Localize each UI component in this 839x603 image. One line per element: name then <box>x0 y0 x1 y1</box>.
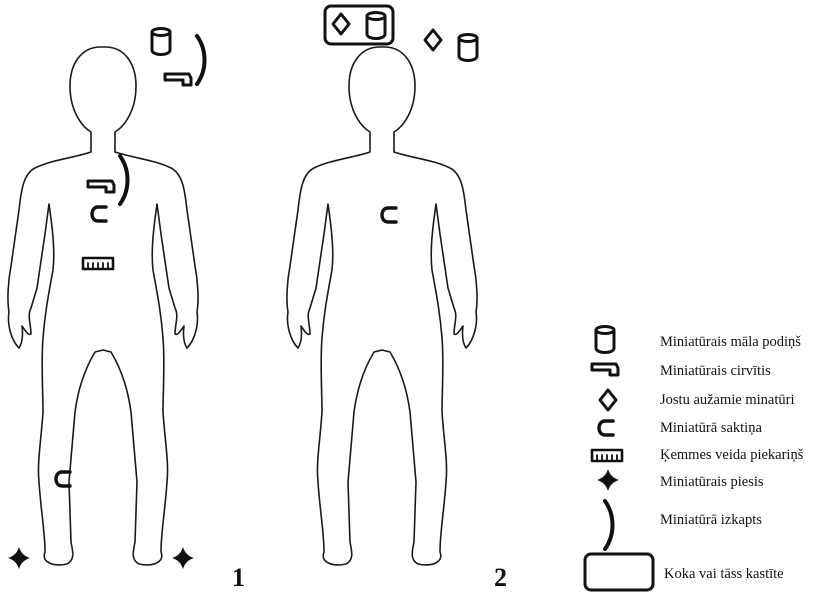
legend-label: Miniatūrais cirvītis <box>660 363 771 379</box>
figure-number-2: 2 <box>494 563 507 592</box>
legend-box-icon <box>585 554 653 590</box>
human-figure-1 <box>8 47 198 565</box>
diamond-icon <box>333 14 349 34</box>
legend-label: Miniatūrais piesis <box>660 474 764 490</box>
flint-icon <box>8 547 30 569</box>
legend-label: Miniatūrā izkapts <box>660 512 762 528</box>
legend-label: Jostu aužamie minatūri <box>660 392 795 408</box>
diamond-icon <box>425 30 441 50</box>
figure-number-1: 1 <box>232 563 245 592</box>
legend-scythe-icon <box>605 501 613 549</box>
legend-diamond-icon <box>600 390 616 410</box>
legend-comb-icon <box>592 450 622 461</box>
legend-label: Miniatūrā saktiņa <box>660 420 762 436</box>
legend-label: Ķemmes veida piekariņš <box>660 447 804 463</box>
legend-brooch-icon <box>599 421 613 435</box>
legend-flint-icon <box>597 469 619 491</box>
legend-label: Koka vai tāss kastīte <box>664 566 784 582</box>
scythe-icon <box>197 36 205 84</box>
human-figure-2 <box>287 47 477 565</box>
figure-1: 1 <box>8 29 245 593</box>
legend: Miniatūrais māla podiņš Miniatūrais cirv… <box>585 327 804 591</box>
legend-pot-icon <box>596 327 614 353</box>
figure-2: 2 <box>287 6 507 592</box>
pot-icon <box>152 29 170 55</box>
pot-icon <box>459 35 477 61</box>
legend-axe-icon <box>592 364 618 375</box>
axe-icon <box>165 74 191 85</box>
legend-label: Miniatūrais māla podiņš <box>660 334 801 350</box>
flint-icon <box>172 547 194 569</box>
pot-icon <box>367 13 385 39</box>
